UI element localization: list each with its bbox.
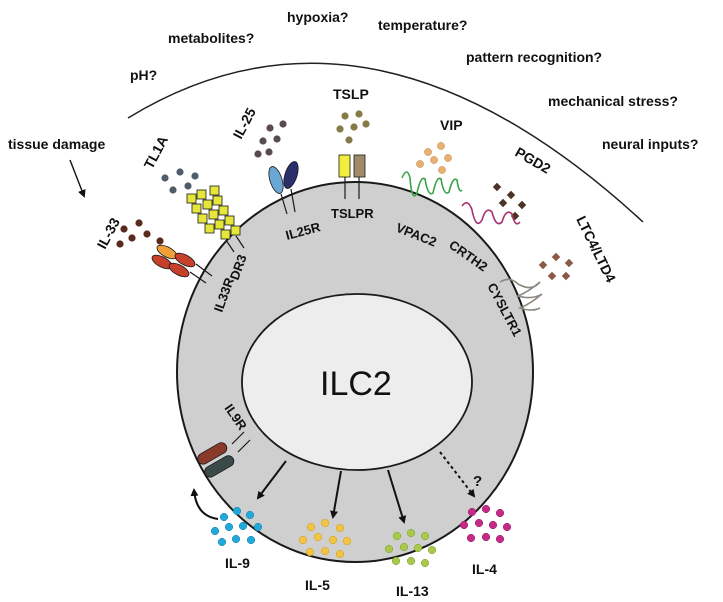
cue-neural-inputs: neural inputs? xyxy=(602,136,698,152)
crth2-receptor xyxy=(461,202,521,225)
ligand-ltc4-ltd4-label: LTC4/LTD4 xyxy=(573,213,619,285)
il9-secretion-arrow xyxy=(256,460,287,500)
tslpr-receptor xyxy=(338,154,366,199)
cytokine-il4-label: IL-4 xyxy=(472,561,497,577)
il25r-receptor xyxy=(268,161,299,215)
cue-metabolites: metabolites? xyxy=(168,30,254,46)
receptor-tslpr-label: TSLPR xyxy=(331,206,374,221)
cue-ph: pH? xyxy=(130,67,157,83)
cue-hypoxia: hypoxia? xyxy=(287,9,348,25)
nucleus xyxy=(241,293,473,471)
cell-label: ILC2 xyxy=(320,365,392,403)
il13-cytokine-dots xyxy=(384,528,437,568)
dr3-receptor xyxy=(186,185,245,253)
ligand-pgd2-label: PGD2 xyxy=(513,144,554,177)
il5-secretion-arrow xyxy=(330,470,342,519)
ligand-tslp-label: TSLP xyxy=(333,86,369,102)
cytokine-il13-label: IL-13 xyxy=(396,583,429,599)
il13-secretion-arrow xyxy=(387,469,407,524)
ligand-vip-label: VIP xyxy=(440,117,463,133)
il5-cytokine-dots xyxy=(298,518,352,559)
tl1a-ligand-dots xyxy=(161,168,199,194)
ltc4-ltd4-ligand-diamonds xyxy=(538,252,574,281)
cue-mechanical-stress: mechanical stress? xyxy=(548,93,678,109)
ligand-tl1a-label: TL1A xyxy=(141,133,172,171)
pgd2-ligand-diamonds xyxy=(492,182,527,221)
tissue-damage-arrow xyxy=(69,159,86,198)
il25-ligand-dots xyxy=(254,120,287,158)
il4-cytokine-dots xyxy=(459,504,512,544)
cue-pattern-recognition: pattern recognition? xyxy=(466,49,602,65)
il9-cytokine-dots xyxy=(210,506,263,547)
cytokine-il9-label: IL-9 xyxy=(225,555,250,571)
tslp-ligand-dots xyxy=(336,110,370,144)
cysltr1-receptor xyxy=(499,278,543,311)
cue-tissue-damage: tissue damage xyxy=(8,136,105,152)
il4-unknown-mark: ? xyxy=(473,473,482,490)
vpac2-receptor xyxy=(401,171,463,197)
il9r-receptor xyxy=(197,431,251,478)
cytokine-il5-label: IL-5 xyxy=(305,577,330,593)
il9-autocrine-arrow xyxy=(190,488,219,520)
ligand-il25-label: IL-25 xyxy=(230,105,260,142)
vip-ligand-dots xyxy=(416,142,452,174)
il33-ligand-dots xyxy=(116,219,164,248)
environment-arc xyxy=(127,62,644,223)
il33r-receptor xyxy=(151,244,213,284)
cue-temperature: temperature? xyxy=(378,17,467,33)
